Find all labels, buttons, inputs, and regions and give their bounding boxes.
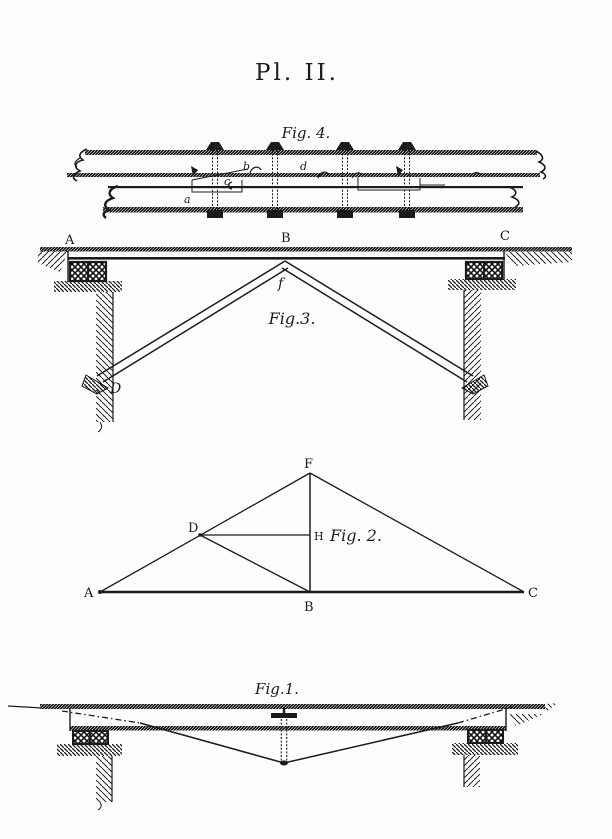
fig2-label-F: F bbox=[304, 457, 313, 472]
fig3-label-B: B bbox=[281, 231, 291, 246]
fig3-left-support bbox=[54, 260, 122, 433]
fig3-diagram: A B C f D Fig.3. bbox=[38, 229, 572, 433]
fig2-diagram: A B C D F H Fig. 2. bbox=[83, 457, 538, 615]
fig4-label-d: d bbox=[300, 160, 307, 173]
fig3-beam bbox=[38, 247, 572, 282]
fig2-label-H: H bbox=[314, 530, 324, 543]
fig1-caption: Fig.1. bbox=[254, 680, 299, 698]
fig3-caption: Fig.3. bbox=[268, 309, 316, 328]
fig2-point-labels: A B C D F H bbox=[83, 457, 538, 615]
fig2-caption: Fig. 2. bbox=[329, 526, 382, 545]
fig1-diagram: Fig.1. bbox=[7, 680, 558, 811]
fig2-lines bbox=[98, 472, 525, 594]
fig3-label-f: f bbox=[277, 276, 286, 292]
fig1-beam bbox=[7, 703, 558, 731]
fig2-label-C: C bbox=[528, 586, 538, 601]
fig2-label-B: B bbox=[304, 600, 314, 615]
fig3-point-labels: A B C f D bbox=[64, 229, 510, 397]
fig3-label-A: A bbox=[64, 233, 75, 248]
fig4-label-b: b bbox=[243, 160, 250, 173]
fig4-caption: Fig. 4. bbox=[281, 124, 331, 142]
fig4-point-labels: a b c d bbox=[184, 160, 307, 206]
fig3-label-D: D bbox=[109, 381, 121, 397]
fig3-label-C: C bbox=[500, 229, 510, 244]
plate-title: Pl. II. bbox=[255, 60, 339, 86]
fig2-label-A: A bbox=[83, 586, 94, 601]
fig1-king-bolt bbox=[271, 708, 297, 761]
fig4-scarf-joint-lines bbox=[191, 166, 482, 193]
fig4-label-a: a bbox=[184, 193, 191, 206]
fig4-diagram: Fig. 4. bbox=[67, 124, 547, 219]
fig3-right-support bbox=[448, 260, 516, 420]
fig4-beams bbox=[67, 148, 547, 219]
fig4-label-c: c bbox=[224, 175, 230, 188]
fig1-left-support bbox=[57, 730, 122, 811]
fig2-label-D: D bbox=[188, 521, 198, 536]
fig1-tie-rods bbox=[61, 706, 513, 766]
fig4-bolts bbox=[206, 142, 416, 218]
fig3-struts bbox=[81, 260, 489, 395]
fig1-right-support bbox=[452, 714, 544, 787]
